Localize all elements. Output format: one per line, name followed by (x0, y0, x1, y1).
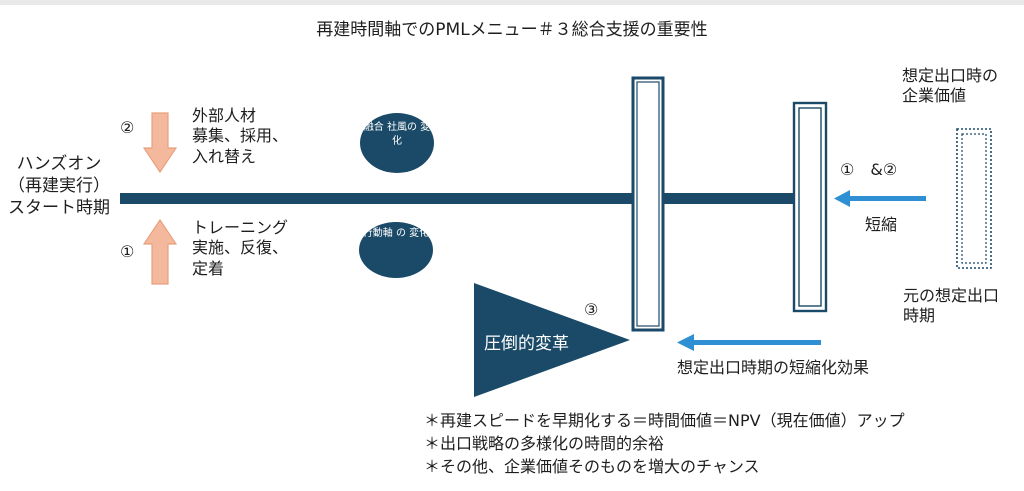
bubble-top-shape (360, 113, 434, 173)
main-timeline-arrow (120, 184, 822, 213)
triangle-label: 圧倒的変革 (484, 334, 569, 354)
transformation-triangle (474, 283, 630, 397)
up-arrow (142, 218, 178, 285)
shorten-label: 短縮 (865, 215, 898, 234)
note-value-increase: ＊その他、企業価値そのものを増大のチャンス (424, 457, 760, 476)
note-exit-strategy: ＊出口戦略の多様化の時間的余裕 (424, 434, 665, 453)
triangle-marker: ③ (584, 300, 599, 319)
shortening-effect-label: 想定出口時期の短縮化効果 (677, 358, 870, 377)
step1-marker: ① (120, 242, 135, 261)
middle-bar (631, 76, 665, 332)
bubble-bottom-shape (359, 222, 433, 278)
shorten-arrow (834, 190, 926, 207)
original-exit-label: 元の想定出口 時期 (903, 286, 1000, 326)
note-npv: ＊再建スピードを早期化する＝時間価値＝NPV（現在価値）アップ (424, 411, 905, 430)
combined-marker: ① &② (840, 160, 898, 179)
original-exit-bar (956, 128, 992, 269)
shortening-effect-arrow (677, 334, 821, 351)
step2-marker: ② (120, 118, 135, 137)
start-label: ハンズオン （再建実行） スタート時期 (8, 154, 110, 218)
bubble-bottom-label: 行動軸 の 変化 (362, 228, 430, 239)
step1-text: トレーニング 実施、反復、 定着 (192, 218, 289, 278)
page-title: 再建時間軸でのPMLメニュー＃３総合支援の重要性 (316, 20, 708, 40)
down-arrow (142, 112, 178, 174)
top-border (0, 0, 1024, 5)
bubble-top-label: 融合 社風の 変化 (363, 122, 431, 147)
step2-text: 外部人材 募集、採用、 入れ替え (192, 106, 289, 166)
exit-value-label: 想定出口時の 企業価値 (902, 66, 999, 106)
new-exit-bar (792, 101, 828, 313)
